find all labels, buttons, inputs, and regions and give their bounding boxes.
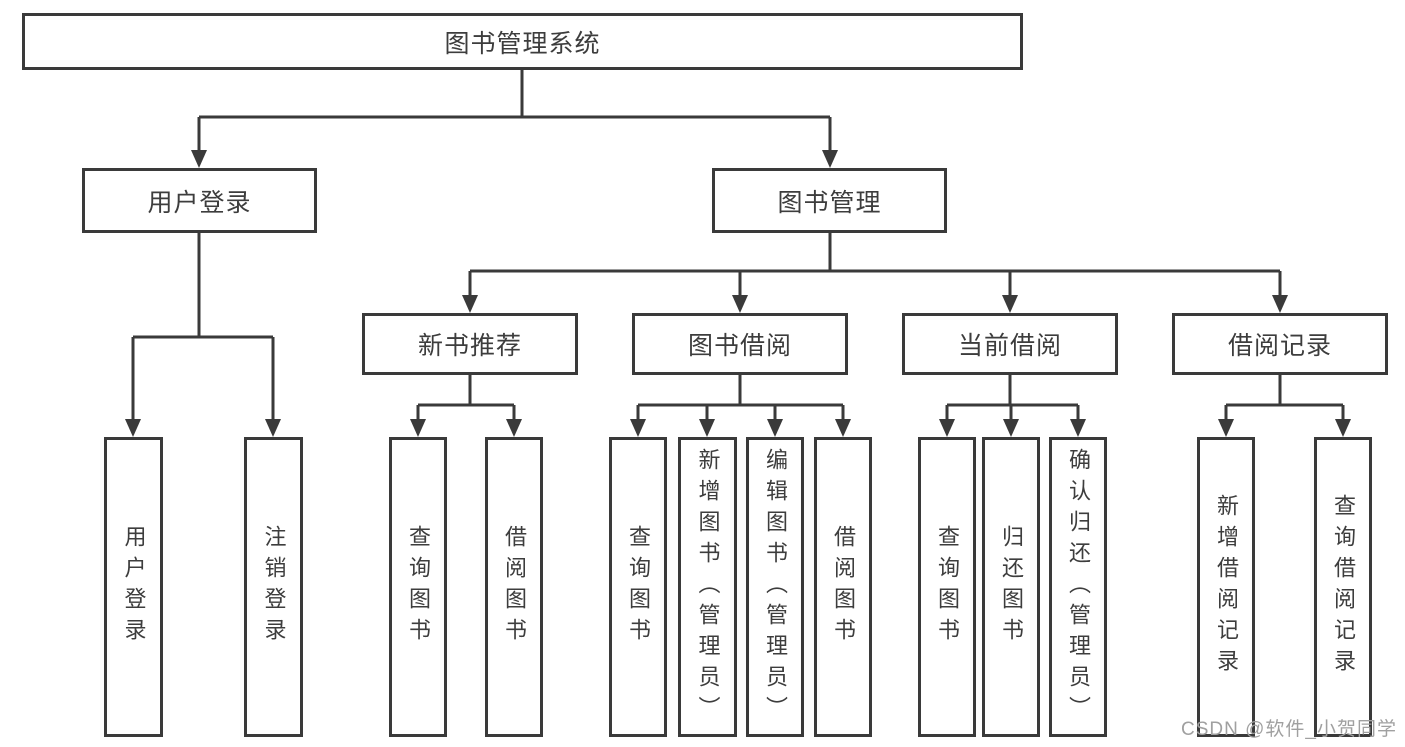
leaf-query-borrowing-record-label: 查询借阅记录 <box>1331 494 1356 680</box>
leaf-return-books: 归还图书 <box>982 437 1040 737</box>
leaf-query-books-borrowing: 查询图书 <box>609 437 667 737</box>
node-user-login: 用户登录 <box>82 168 317 233</box>
node-user-login-label: 用户登录 <box>147 188 252 217</box>
node-borrowing-records: 借阅记录 <box>1172 313 1388 375</box>
leaf-add-books-admin-label: 新增图书（管理员） <box>695 447 721 727</box>
leaf-borrow-books-borrowing-label: 借阅图书 <box>831 525 856 649</box>
leaf-user-login: 用户登录 <box>104 437 163 737</box>
leaf-borrow-books-recommend: 借阅图书 <box>485 437 543 737</box>
node-root-label: 图书管理系统 <box>444 29 601 58</box>
node-borrowing-records-label: 借阅记录 <box>1227 332 1332 360</box>
node-root: 图书管理系统 <box>22 13 1023 70</box>
node-book-management: 图书管理 <box>712 168 947 233</box>
node-new-book-recommend: 新书推荐 <box>362 313 578 375</box>
leaf-query-borrowing-record: 查询借阅记录 <box>1314 437 1372 737</box>
leaf-add-borrowing-record-label: 新增借阅记录 <box>1214 494 1239 680</box>
leaf-confirm-return-admin: 确认归还（管理员） <box>1049 437 1107 737</box>
node-current-borrowing-label: 当前借阅 <box>957 332 1062 360</box>
leaf-logout-label: 注销登录 <box>261 525 287 649</box>
leaf-query-books-current-label: 查询图书 <box>935 525 960 649</box>
leaf-borrow-books-borrowing: 借阅图书 <box>814 437 872 737</box>
node-book-borrowing: 图书借阅 <box>632 313 848 375</box>
leaf-query-books-borrowing-label: 查询图书 <box>626 525 651 649</box>
leaf-return-books-label: 归还图书 <box>999 525 1024 649</box>
node-book-borrowing-label: 图书借阅 <box>687 332 792 360</box>
watermark: CSDN @软件_小贺同学 <box>1181 719 1397 740</box>
node-new-book-recommend-label: 新书推荐 <box>417 332 522 360</box>
leaf-add-books-admin: 新增图书（管理员） <box>678 437 737 737</box>
leaf-edit-books-admin: 编辑图书（管理员） <box>746 437 804 737</box>
leaf-add-borrowing-record: 新增借阅记录 <box>1197 437 1255 737</box>
leaf-query-books-current: 查询图书 <box>918 437 976 737</box>
leaf-confirm-return-admin-label: 确认归还（管理员） <box>1066 447 1091 727</box>
leaf-query-books-recommend-label: 查询图书 <box>406 525 431 649</box>
leaf-edit-books-admin-label: 编辑图书（管理员） <box>763 447 788 727</box>
leaf-query-books-recommend: 查询图书 <box>389 437 447 737</box>
leaf-user-login-label: 用户登录 <box>121 525 147 649</box>
node-book-management-label: 图书管理 <box>777 188 882 217</box>
node-current-borrowing: 当前借阅 <box>902 313 1118 375</box>
leaf-logout: 注销登录 <box>244 437 303 737</box>
leaf-borrow-books-recommend-label: 借阅图书 <box>502 525 527 649</box>
